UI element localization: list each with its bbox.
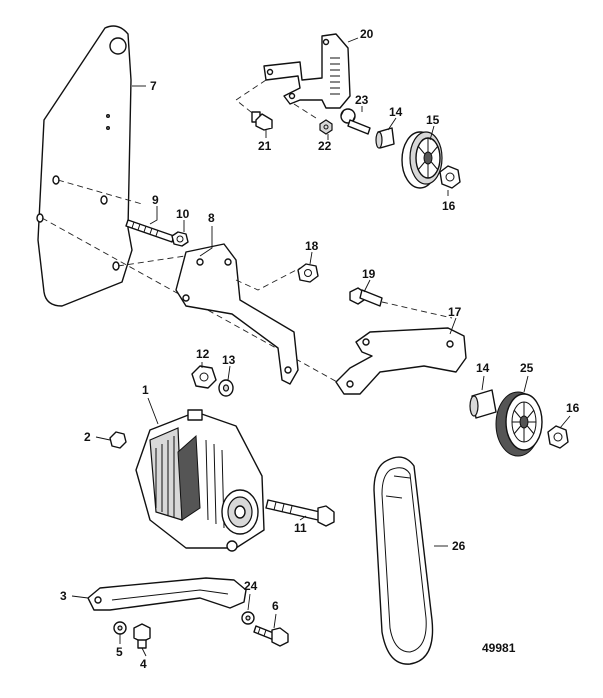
alignment-line (117, 255, 186, 267)
nut-part-18 (297, 263, 319, 283)
callout-17: 17 (448, 305, 462, 319)
washer-part-5 (113, 621, 127, 635)
stud-part-9 (125, 219, 175, 243)
adjusting-strap-part-3 (87, 577, 247, 611)
washer-part-24 (241, 611, 255, 625)
nut-part-16-upper (439, 165, 461, 189)
nut-part-2 (109, 431, 127, 449)
callout-14-lower: 14 (476, 361, 490, 375)
bolt-part-21 (251, 111, 273, 131)
callout-1: 1 (142, 383, 149, 397)
callout-4: 4 (140, 657, 147, 671)
drive-belt-part-26 (373, 456, 434, 665)
callout-5: 5 (116, 645, 123, 659)
callout-11: 11 (294, 521, 307, 535)
callout-18: 18 (305, 239, 319, 253)
callout-19: 19 (362, 267, 376, 281)
bolt-part-11 (265, 499, 335, 527)
callout-21: 21 (258, 139, 272, 153)
mounting-plate-part-7 (36, 25, 133, 307)
callout-23: 23 (355, 93, 369, 107)
callout-2: 2 (84, 430, 91, 444)
callout-10: 10 (176, 207, 190, 221)
nut-part-16-lower (547, 425, 569, 449)
callout-13: 13 (222, 353, 236, 367)
callout-3: 3 (60, 589, 67, 603)
callout-25: 25 (520, 361, 534, 375)
spindle-part-23 (340, 108, 371, 135)
alignment-line (381, 301, 453, 319)
callout-6: 6 (272, 599, 279, 613)
callout-labels: 7 20 23 14 15 21 22 16 9 10 8 18 19 17 1… (60, 27, 580, 671)
callout-16-lower: 16 (566, 401, 580, 415)
callout-22: 22 (318, 139, 332, 153)
alignment-line (235, 267, 301, 291)
document-number: 49981 (482, 641, 516, 655)
callout-7: 7 (150, 79, 157, 93)
idler-pulley-part-15 (401, 131, 443, 189)
callout-26: 26 (452, 539, 466, 553)
bracket-part-8 (175, 243, 299, 385)
callout-9: 9 (152, 193, 159, 207)
callout-14-upper: 14 (389, 105, 403, 119)
pulley-part-25 (495, 391, 543, 457)
bolt-part-6 (253, 625, 289, 647)
adjusting-arm-part-17 (335, 327, 467, 395)
alignment-line (57, 179, 143, 205)
washer-part-13 (218, 379, 234, 397)
bolt-part-4 (133, 623, 151, 649)
nut-part-22 (319, 119, 333, 135)
spacer-part-14-lower (469, 389, 497, 419)
nut-part-12 (191, 365, 217, 389)
callout-12: 12 (196, 347, 210, 361)
spacer-part-14-upper (375, 127, 395, 149)
nut-part-10 (171, 231, 189, 247)
callout-24: 24 (244, 579, 258, 593)
callout-15: 15 (426, 113, 440, 127)
tensioner-bracket-part-20 (263, 33, 351, 109)
callout-16-upper: 16 (442, 199, 456, 213)
alignment-line (293, 103, 317, 119)
leader-lines (71, 37, 571, 657)
alignment-line (235, 79, 267, 117)
alternator-part-1 (135, 409, 265, 552)
callout-8: 8 (208, 211, 215, 225)
callout-20: 20 (360, 27, 374, 41)
bolt-part-19 (349, 287, 383, 307)
